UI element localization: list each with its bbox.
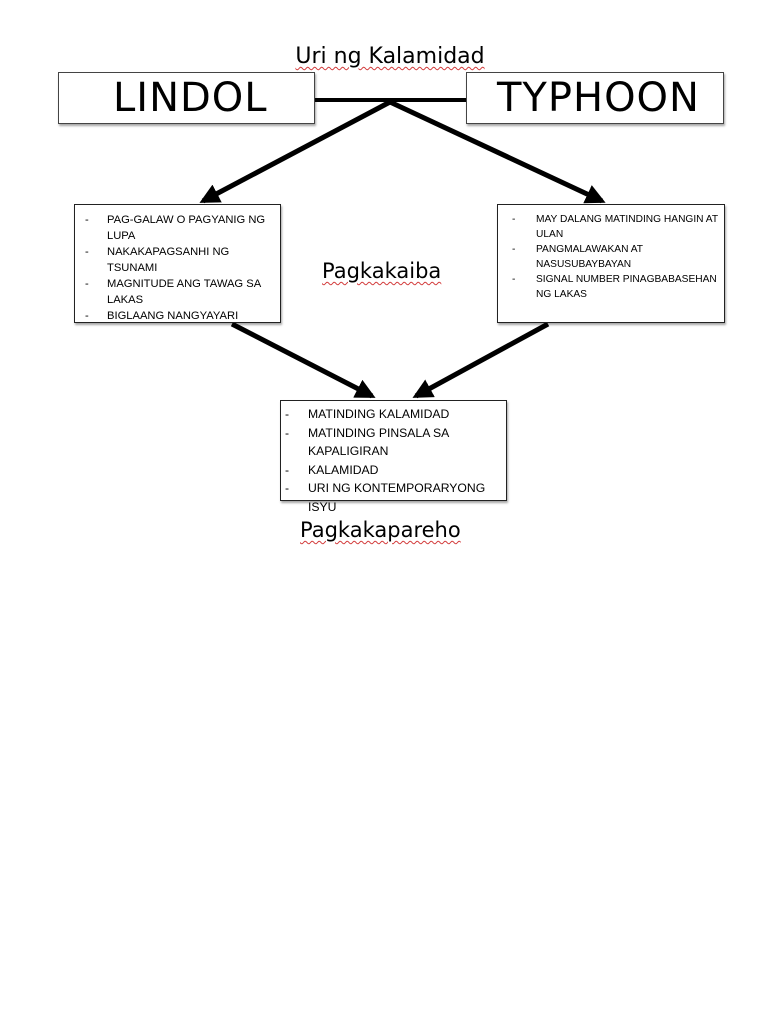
list-item: KALAMIDAD <box>281 461 502 480</box>
list-item: MATINDING PINSALA SA KAPALIGIRAN <box>281 424 502 461</box>
arrow-to-typhoon-box <box>388 99 606 204</box>
lindol-topic-label: LINDOL <box>113 75 268 121</box>
list-item: MAGNITUDE ANG TAWAG SA LAKAS <box>75 276 276 308</box>
similarities-label-text: Pagkakapareho <box>300 518 461 542</box>
similarities-label: Pagkakapareho <box>300 517 461 543</box>
lindol-topic-box: LINDOL <box>58 72 315 124</box>
diagram-title: Uri ng Kalamidad <box>250 43 530 71</box>
list-item: PANGMALAWAKAN AT NASUSUBAYBAYAN <box>498 242 720 272</box>
lindol-traits-box: PAG-GALAW O PAGYANIG NG LUPA NAKAKAPAGSA… <box>74 204 281 324</box>
diagram-title-text: Uri ng Kalamidad <box>295 44 485 69</box>
list-item: SIGNAL NUMBER PINAGBABASEHAN NG LAKAS <box>498 272 720 302</box>
typhoon-topic-label: TYPHOON <box>497 75 700 121</box>
typhoon-traits-list: MAY DALANG MATINDING HANGIN AT ULAN PANG… <box>498 212 720 302</box>
arrow-to-lindol-box <box>199 99 392 204</box>
differences-label-text: Pagkakaiba <box>322 259 442 283</box>
list-item: URI NG KONTEMPORARYONG ISYU <box>281 479 502 516</box>
typhoon-traits-box: MAY DALANG MATINDING HANGIN AT ULAN PANG… <box>497 204 725 323</box>
common-traits-box: MATINDING KALAMIDAD MATINDING PINSALA SA… <box>280 400 507 514</box>
list-item: NAKAKAPAGSANHI NG TSUNAMI <box>75 244 276 276</box>
list-item: PAG-GALAW O PAGYANIG NG LUPA <box>75 212 276 244</box>
list-item: BIGLAANG NANGYAYARI <box>75 308 276 324</box>
list-item: MAY DALANG MATINDING HANGIN AT ULAN <box>498 212 720 242</box>
typhoon-topic-box: TYPHOON <box>466 72 724 124</box>
arrow-typhoon-to-common <box>412 321 550 399</box>
common-traits-list: MATINDING KALAMIDAD MATINDING PINSALA SA… <box>281 405 502 516</box>
lindol-traits-list: PAG-GALAW O PAGYANIG NG LUPA NAKAKAPAGSA… <box>75 212 276 324</box>
list-item: MATINDING KALAMIDAD <box>281 405 502 424</box>
differences-label: Pagkakaiba <box>322 258 441 284</box>
arrow-lindol-to-common <box>230 321 376 399</box>
